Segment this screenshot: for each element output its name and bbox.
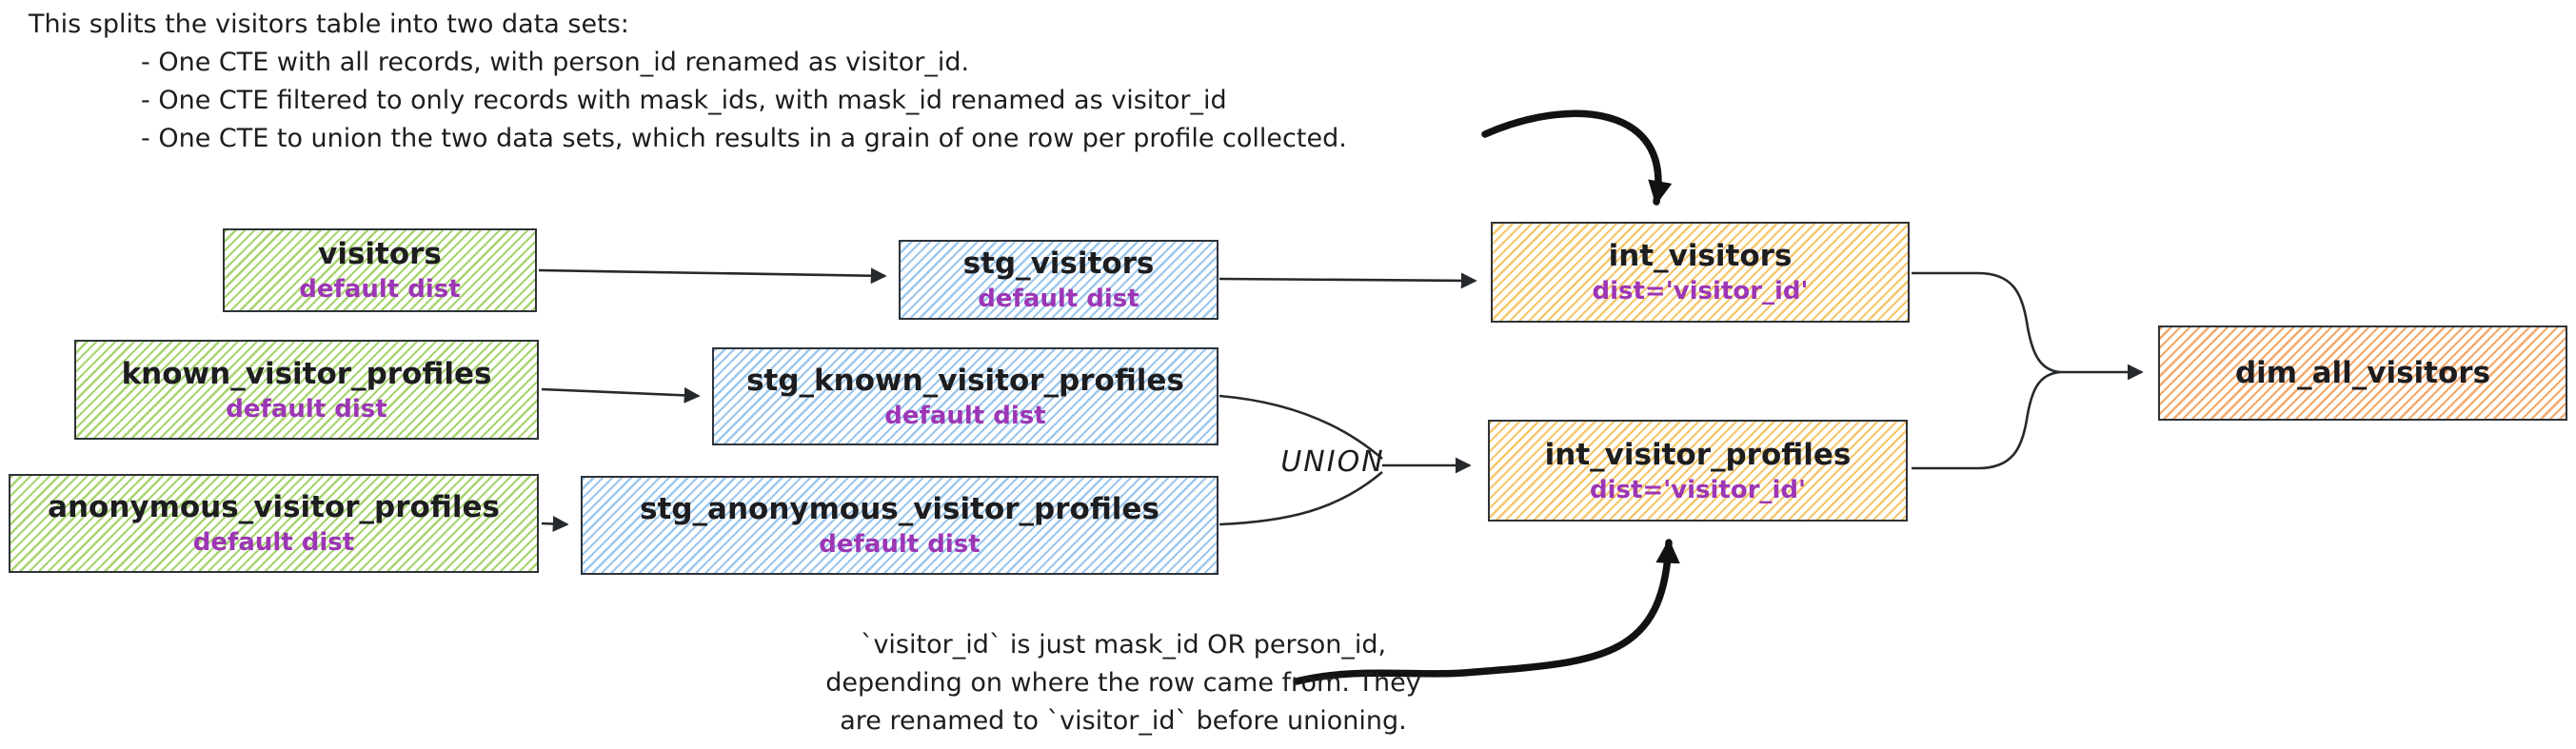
arrow-stg-visitors-to-int-visitors <box>1219 272 1477 289</box>
node-anonymous-visitor-profiles: anonymous_visitor_profiles default dist <box>9 474 539 573</box>
curve-stg-anonymous-to-union <box>1219 471 1383 526</box>
node-stg-known-visitor-profiles-dist: default dist <box>884 401 1046 430</box>
node-int-visitors: int_visitors dist='visitor_id' <box>1491 222 1910 323</box>
arrow-known-to-stg-known <box>541 386 701 404</box>
node-visitors-title: visitors <box>318 237 442 271</box>
node-int-visitors-title: int_visitors <box>1608 239 1793 273</box>
union-label: UNION <box>1280 445 1385 479</box>
bottom-note-line-3: are renamed to `visitor_id` before union… <box>840 706 1407 736</box>
node-stg-visitors-title: stg_visitors <box>962 246 1155 281</box>
node-known-visitor-profiles: known_visitor_profiles default dist <box>74 340 539 440</box>
curve-int-visitor-profiles-to-merge <box>1912 370 2061 470</box>
node-stg-known-visitor-profiles-title: stg_known_visitor_profiles <box>746 363 1184 398</box>
node-dim-all-visitors: dim_all_visitors <box>2158 325 2567 421</box>
top-note-bullet-1: - One CTE with all records, with person_… <box>141 48 970 77</box>
top-note-bullet-3: - One CTE to union the two data sets, wh… <box>141 124 1347 153</box>
node-stg-visitors-dist: default dist <box>978 285 1139 313</box>
node-known-visitor-profiles-title: known_visitor_profiles <box>121 356 492 391</box>
bottom-note-line-2: depending on where the row came from. Th… <box>825 668 1421 698</box>
node-anonymous-visitor-profiles-title: anonymous_visitor_profiles <box>48 490 500 524</box>
node-stg-anonymous-visitor-profiles-title: stg_anonymous_visitor_profiles <box>640 492 1159 526</box>
top-note: This splits the visitors table into two … <box>29 6 1347 158</box>
node-visitors-dist: default dist <box>299 275 461 304</box>
top-note-title: This splits the visitors table into two … <box>29 10 629 39</box>
node-stg-anonymous-visitor-profiles: stg_anonymous_visitor_profiles default d… <box>581 476 1219 575</box>
node-visitors: visitors default dist <box>223 228 537 312</box>
node-anonymous-visitor-profiles-dist: default dist <box>192 528 355 557</box>
node-int-visitor-profiles-dist: dist='visitor_id' <box>1589 475 1807 504</box>
node-int-visitor-profiles-title: int_visitor_profiles <box>1544 437 1852 472</box>
bottom-note: `visitor_id` is just mask_id OR person_i… <box>790 626 1456 740</box>
node-stg-known-visitor-profiles: stg_known_visitor_profiles default dist <box>712 347 1219 445</box>
annotation-arrow-top-note-to-int-visitors <box>1481 109 1673 206</box>
bottom-note-line-1: `visitor_id` is just mask_id OR person_i… <box>860 630 1387 660</box>
node-known-visitor-profiles-dist: default dist <box>226 394 387 424</box>
arrow-anonymous-to-stg-anonymous <box>541 515 569 532</box>
node-stg-anonymous-visitor-profiles-dist: default dist <box>819 530 981 559</box>
node-dim-all-visitors-title: dim_all_visitors <box>2234 356 2491 390</box>
node-int-visitors-dist: dist='visitor_id' <box>1592 277 1809 306</box>
node-stg-visitors: stg_visitors default dist <box>899 240 1219 320</box>
arrow-visitors-to-stg-visitors <box>538 267 887 285</box>
node-int-visitor-profiles: int_visitor_profiles dist='visitor_id' <box>1488 420 1908 522</box>
top-note-bullet-2: - One CTE filtered to only records with … <box>141 86 1227 115</box>
curve-int-visitors-to-merge <box>1912 271 2061 374</box>
